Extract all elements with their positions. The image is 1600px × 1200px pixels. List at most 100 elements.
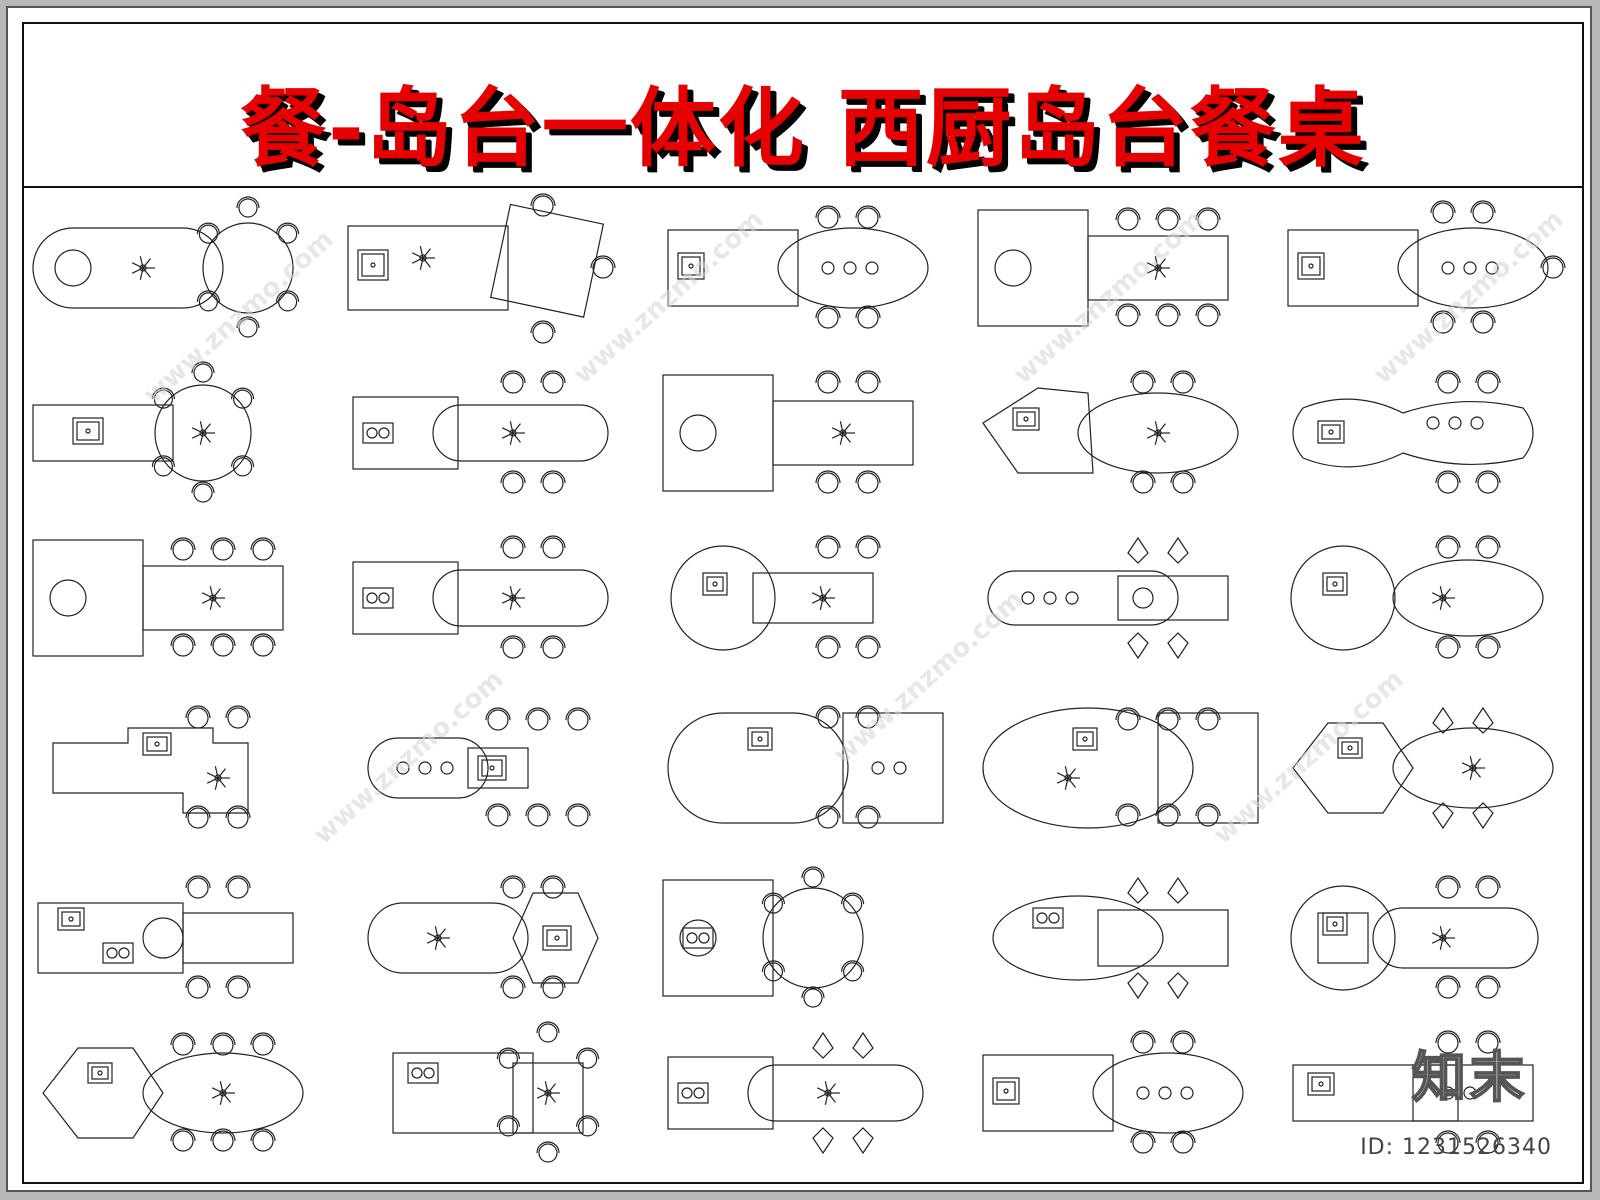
chair-back bbox=[1475, 875, 1501, 889]
leaf bbox=[1442, 937, 1451, 948]
chair-back bbox=[1475, 370, 1501, 384]
cooktop bbox=[362, 587, 394, 609]
leaf bbox=[1431, 592, 1444, 599]
chair-back bbox=[525, 707, 551, 721]
plate bbox=[821, 261, 835, 275]
chair bbox=[857, 472, 879, 494]
chair bbox=[502, 637, 524, 659]
chair-back bbox=[761, 960, 785, 972]
capsule-table bbox=[367, 902, 529, 974]
chair-back bbox=[841, 892, 865, 905]
chair bbox=[1432, 706, 1454, 734]
sink-basin bbox=[751, 731, 769, 747]
chair-back bbox=[1435, 635, 1461, 649]
hob-ring bbox=[1132, 587, 1154, 609]
cooktop bbox=[1032, 907, 1064, 929]
leaf bbox=[1472, 767, 1481, 778]
chair-back bbox=[276, 222, 300, 235]
chair-back bbox=[1435, 975, 1461, 989]
dining-table bbox=[182, 912, 294, 964]
chair-back bbox=[536, 1141, 560, 1154]
oval-table bbox=[1077, 392, 1239, 474]
leaf bbox=[131, 262, 144, 269]
chair-back bbox=[1470, 200, 1496, 214]
chair-back bbox=[565, 707, 591, 721]
chair bbox=[857, 307, 879, 329]
plant-decor bbox=[501, 586, 525, 610]
round-island bbox=[670, 545, 776, 651]
leaf bbox=[201, 592, 214, 599]
leaf bbox=[1157, 432, 1166, 443]
leaf bbox=[222, 1083, 231, 1094]
chair bbox=[1197, 709, 1219, 731]
leaf bbox=[191, 427, 204, 434]
drain bbox=[97, 1070, 103, 1076]
island-layout bbox=[1287, 200, 1566, 334]
plate bbox=[1021, 591, 1035, 605]
vase bbox=[209, 594, 217, 602]
island-counter bbox=[32, 404, 174, 462]
chair-back bbox=[500, 635, 526, 649]
oval-table bbox=[777, 227, 929, 309]
vase bbox=[509, 594, 517, 602]
island-layout bbox=[662, 370, 914, 494]
chair bbox=[153, 389, 173, 409]
sink-basin bbox=[546, 929, 568, 947]
leaf bbox=[434, 937, 439, 950]
chair-back bbox=[500, 370, 526, 384]
chair-back bbox=[590, 255, 616, 269]
chair-back bbox=[185, 805, 211, 819]
sink-basin bbox=[681, 256, 701, 276]
sink-basin bbox=[1301, 256, 1321, 276]
chair bbox=[187, 877, 209, 899]
sink-basin bbox=[361, 253, 385, 277]
leaf bbox=[1442, 597, 1451, 608]
cooktop bbox=[682, 927, 714, 949]
square-table bbox=[512, 1062, 584, 1134]
plate bbox=[1485, 261, 1499, 275]
chair-back bbox=[540, 470, 566, 484]
chair bbox=[227, 707, 249, 729]
pentagon-island bbox=[982, 387, 1094, 474]
sink-counter bbox=[467, 747, 529, 789]
leaf bbox=[1056, 777, 1069, 784]
island-layout bbox=[977, 207, 1229, 327]
plate bbox=[1065, 591, 1079, 605]
chair-back bbox=[236, 316, 260, 329]
dining-table bbox=[142, 565, 284, 631]
leaf bbox=[1431, 937, 1444, 944]
leaf bbox=[1439, 937, 1444, 950]
chair-back bbox=[236, 196, 260, 209]
island-layout bbox=[32, 537, 284, 657]
plate bbox=[396, 761, 410, 775]
leaf bbox=[206, 777, 219, 784]
leaf bbox=[434, 926, 439, 939]
chair-back bbox=[250, 633, 276, 647]
chair bbox=[498, 1049, 518, 1069]
oval-table bbox=[1397, 227, 1549, 309]
plate bbox=[1136, 1086, 1150, 1100]
plate bbox=[1441, 261, 1455, 275]
chair-back bbox=[210, 1032, 236, 1046]
chair-back bbox=[540, 875, 566, 889]
dining-table bbox=[752, 572, 874, 624]
chair bbox=[1132, 1132, 1154, 1154]
chair-back bbox=[801, 866, 825, 879]
leaf bbox=[1154, 256, 1159, 269]
vase bbox=[509, 429, 517, 437]
leaf bbox=[1146, 432, 1159, 439]
vase bbox=[1064, 774, 1072, 782]
sink bbox=[72, 417, 104, 445]
chair bbox=[1432, 312, 1454, 334]
sink bbox=[677, 252, 705, 280]
leaf bbox=[842, 432, 851, 443]
leaf bbox=[1431, 597, 1444, 604]
vase bbox=[544, 1089, 552, 1097]
chair bbox=[172, 539, 194, 561]
chair bbox=[817, 207, 839, 229]
chair-back bbox=[1155, 207, 1181, 221]
drain bbox=[1003, 1088, 1009, 1094]
island-counter bbox=[1287, 229, 1419, 307]
drain bbox=[85, 428, 91, 434]
leaf bbox=[214, 766, 219, 779]
